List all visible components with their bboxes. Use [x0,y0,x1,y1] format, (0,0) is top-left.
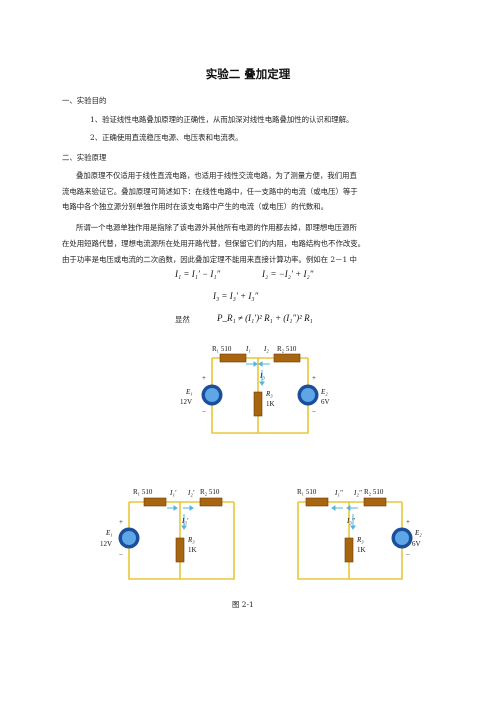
circuit-e1-only-diagram: R₁ 510 R₂ 510 I₁′ I₂′ I₃′ R₃ 1K + − E₁ 1… [100,488,235,580]
current-arrows [167,505,194,530]
label-r3-value: 1K [188,546,197,554]
page-title: 实验二 叠加定理 [205,67,291,81]
label-r1: R₁ 510 [133,488,153,496]
voltage-source-e1 [201,384,223,406]
label-e2-minus: − [312,408,316,416]
para2-line2: 在处用短路代替，理想电流源所在处用开路代替，但保留它们的内阻，电路结构也不作改变… [62,239,366,248]
label-e2-minus: − [406,551,410,559]
para2-line3: 由于功率是电压或电流的二次函数，因此叠加定理不能用来直接计算功率。例如在 2－1… [62,255,357,264]
resistor-r3 [175,537,185,563]
label-e1: E₁ [185,388,193,396]
label-i3: I₃ [259,372,265,380]
label-r3-value: 1K [357,546,366,554]
section2-heading: 二、实验原理 [62,153,107,162]
resistor-r3 [253,391,263,417]
voltage-source-e2 [391,527,413,549]
equation-i3: I₃ = I₃′ + I₃″ [213,291,259,301]
label-r3: R₃ [187,536,195,544]
current-arrows [331,505,358,530]
voltage-source-e2 [297,384,319,406]
label-r2: R₂ 510 [364,488,384,496]
section1-heading: 一、实验目的 [62,96,107,105]
label-e1-minus: − [119,551,123,559]
circuit-e2-only-diagram: R₁ 510 R₂ 510 I₁″ I₂″ I₃″ R₃ 1K + − E₂ 6… [297,488,422,580]
label-e2-plus: + [312,374,316,382]
para1-line3: 电路中各个独立源分别单独作用时在该支电路中产生的电流（或电压）的代数和。 [62,202,329,211]
resistor-r2 [363,497,387,507]
resistor-r1 [305,497,329,507]
label-r3: R₃ [265,390,273,398]
label-r2: R₂ 510 [200,488,220,496]
evident-label: 显然 [175,315,190,324]
label-e2-plus: + [406,518,410,526]
label-e1-value: 12V [180,398,192,406]
objective-item-2: 2、正确使用直流稳压电源、电压表和电流表。 [90,133,243,142]
label-e2: E₂ [320,388,328,396]
label-i2: I₂ [263,345,269,353]
label-i1-double-prime: I₁″ [334,489,343,497]
label-r1: R₁ 510 [212,345,232,353]
figure-caption: 图 2-1 [232,600,254,609]
label-r3: R₃ [356,536,364,544]
label-i3-prime: I₃′ [181,517,189,525]
label-i3-double-prime: I₃″ [346,517,355,525]
label-r2: R₂ 510 [277,345,297,353]
label-e1-value: 12V [100,540,112,548]
label-e1: E₁ [105,529,113,537]
label-e2-value: 6V [321,398,330,406]
label-i1-prime: I₁′ [169,489,177,497]
resistor-r2 [199,497,223,507]
voltage-source-e1 [118,527,140,549]
label-r3-value: 1K [266,400,275,408]
equation-i2: I₂ = −I₂′ + I₂″ [262,269,314,279]
equation-i1: I₁ = I₁′ − I₁″ [175,269,221,279]
label-i1: I₁ [245,345,251,353]
label-r1: R₁ 510 [297,488,317,496]
resistor-r2 [273,353,301,363]
current-arrows [246,361,270,386]
objective-item-1: 1、验证线性电路叠加原理的正确性，从而加深对线性电路叠加性的认识和理解。 [90,115,354,124]
resistor-r1 [143,497,167,507]
equation-power: P_R₁ ≠ (I₁′)² R₁ + (I₁″)² R₁ [217,313,313,323]
para1-line1: 叠加原理不仅适用于线性直流电路，也适用于线性交流电路，为了测量方便，我们用直 [76,171,357,180]
circuit-main-diagram: R₁ 510 R₂ 510 I₁ I₂ I₃ R₃ 1K + − E₁ 12V … [180,345,330,434]
label-i2-double-prime: I₂″ [353,489,362,497]
label-e2: E₂ [414,529,422,537]
label-e2-value: 6V [412,540,421,548]
label-e1-minus: − [202,408,206,416]
para2-line1: 所谓一个电源单独作用是指除了该电源外其他所有电源的作用都去掉，即理想电压源所 [76,223,357,232]
para1-line2: 流电路来验证它。叠加原理可简述如下：在线性电路中，任一支路中的电流（或电压）等于 [62,187,358,196]
label-e1-plus: + [119,518,123,526]
resistor-r3 [344,537,354,563]
resistor-r1 [219,353,247,363]
label-e1-plus: + [202,374,206,382]
label-i2-prime: I₂′ [187,489,195,497]
